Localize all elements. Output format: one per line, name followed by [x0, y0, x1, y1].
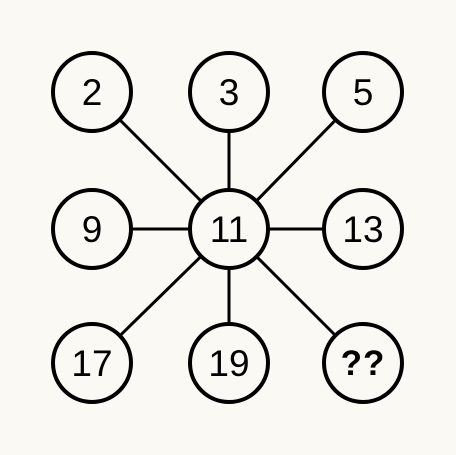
- node-top-left: 2: [51, 51, 133, 133]
- node-bottom-left: 17: [51, 322, 133, 404]
- node-label: 19: [208, 342, 250, 384]
- node-top-center: 3: [188, 51, 270, 133]
- node-top-right: 5: [322, 51, 404, 133]
- node-middle-left: 9: [51, 188, 133, 270]
- node-label: 17: [71, 342, 113, 384]
- node-label: 5: [352, 71, 374, 113]
- node-bottom-center: 19: [188, 322, 270, 404]
- center-node-label: 11: [209, 208, 249, 250]
- unknown-node-label: ??: [340, 343, 386, 383]
- node-label: 3: [218, 71, 240, 113]
- node-label: 2: [81, 71, 103, 113]
- node-label: 13: [342, 208, 384, 250]
- node-bottom-right: ??: [322, 322, 404, 404]
- node-label: 9: [81, 208, 103, 250]
- node-center: 11: [188, 188, 270, 270]
- node-middle-right: 13: [322, 188, 404, 270]
